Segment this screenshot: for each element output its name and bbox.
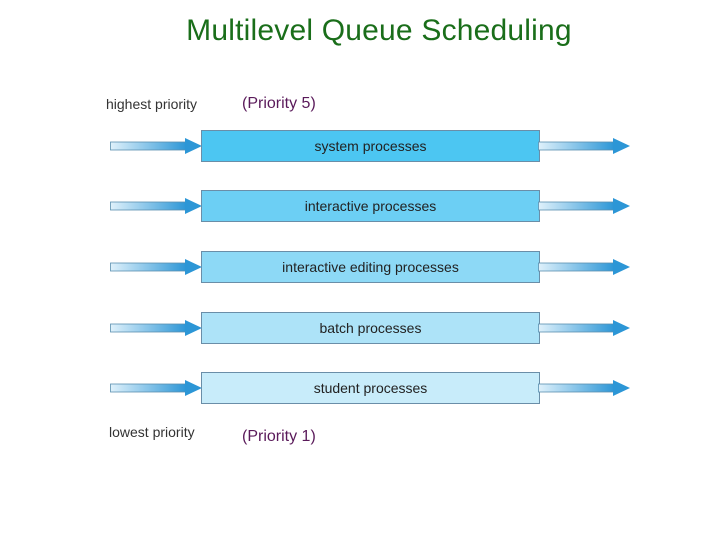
- queue-row: interactive processes: [0, 190, 720, 222]
- highest-priority-label: highest priority: [106, 96, 198, 112]
- arrow-out-icon: [538, 190, 630, 222]
- arrow-in-icon: [110, 372, 202, 404]
- lowest-priority-label: lowest priority: [109, 424, 195, 440]
- queue-row: interactive editing processes: [0, 251, 720, 283]
- queue-box: interactive editing processes: [201, 251, 540, 283]
- queue-box: student processes: [201, 372, 540, 404]
- arrow-in-icon: [110, 130, 202, 162]
- bottom-priority-note: (Priority 1): [242, 428, 316, 445]
- queue-box: interactive processes: [201, 190, 540, 222]
- queue-box: batch processes: [201, 312, 540, 344]
- arrow-out-icon: [538, 372, 630, 404]
- queue-row: batch processes: [0, 312, 720, 344]
- arrow-out-icon: [538, 251, 630, 283]
- arrow-out-icon: [538, 130, 630, 162]
- top-priority-note: (Priority 5): [242, 95, 316, 112]
- arrow-in-icon: [110, 312, 202, 344]
- page-title: Multilevel Queue Scheduling: [186, 14, 572, 47]
- arrow-in-icon: [110, 251, 202, 283]
- arrow-in-icon: [110, 190, 202, 222]
- queue-row: system processes: [0, 130, 720, 162]
- queue-row: student processes: [0, 372, 720, 404]
- arrow-out-icon: [538, 312, 630, 344]
- queue-box: system processes: [201, 130, 540, 162]
